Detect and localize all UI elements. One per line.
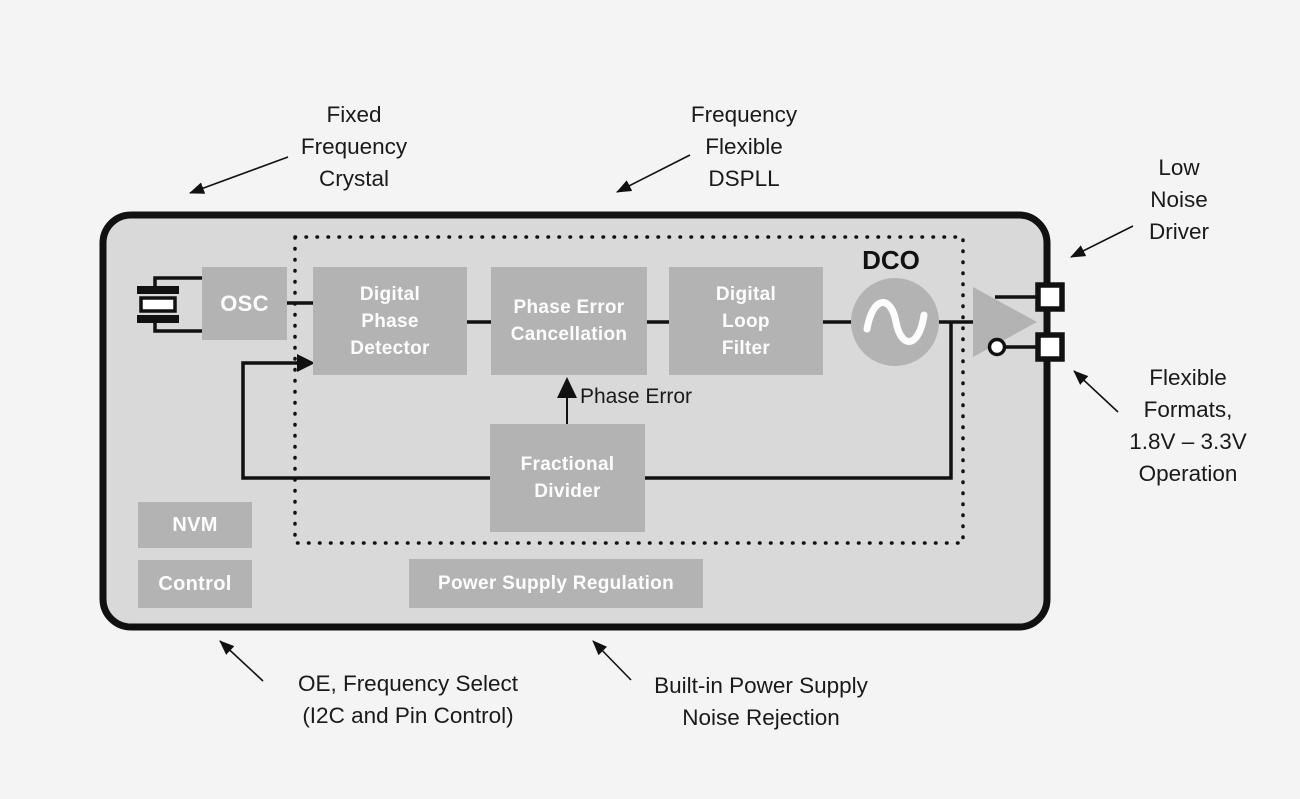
annotation-oe-select: OE, Frequency Select (I2C and Pin Contro… [297,671,519,728]
low-noise-driver-arrow [1070,225,1134,258]
digital-phase-detector-block: Digital Phase Detector [313,267,467,375]
digital-loop-filter-block: Digital Loop Filter [669,267,823,375]
phase-error-arrowhead [557,377,577,398]
oe-select-arrow [219,640,264,682]
feedback-arrowhead [297,354,315,372]
annotation-dspll: Frequency Flexible DSPLL [690,102,798,191]
annotation-low-noise-driver: Low Noise Driver [1149,155,1209,244]
power-noise-arrow [592,640,632,681]
fractional-divider-block: Fractional Divider [490,424,645,532]
output-pin-1 [1035,282,1065,312]
phase-error-label: Phase Error [580,385,693,408]
nvm-block: NVM [138,502,252,548]
dspll-boundary [293,235,965,545]
crystal-icon [137,276,202,333]
dco-label: DCO [862,245,920,275]
annotation-power-noise: Built-in Power Supply Noise Rejection [654,673,868,730]
feedback-line [241,322,953,480]
fixed-crystal-arrow [189,156,289,194]
flexible-formats-arrow [1073,370,1119,413]
annotation-fixed-crystal: Fixed Frequency Crystal [300,102,408,191]
driver-triangle [973,287,1037,357]
phase-error-cancellation-block: Phase Error Cancellation [491,267,647,375]
annotation-flexible-formats: Flexible Formats, 1.8V – 3.3V Operation [1129,365,1247,486]
inverting-output-bubble [987,337,1007,357]
osc-block: OSC [202,267,287,340]
sine-wave-icon [863,299,928,345]
control-block: Control [138,560,252,608]
power-supply-regulation-block: Power Supply Regulation [409,559,703,608]
dspll-arrow [616,154,691,193]
output-pin-2 [1035,332,1065,362]
